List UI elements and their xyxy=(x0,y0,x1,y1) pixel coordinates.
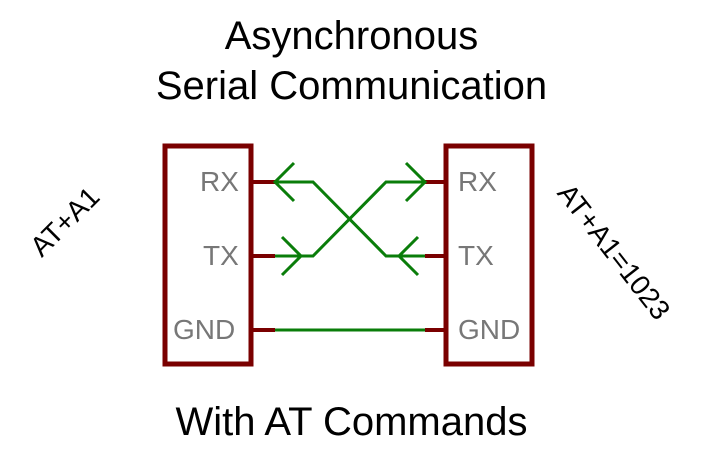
right-tx-arrow-icon xyxy=(396,235,420,277)
right-rx-arrow-icon xyxy=(404,161,428,203)
right-pin-tx: TX xyxy=(458,240,494,271)
left-rx-arrow-icon xyxy=(272,161,296,203)
title-line-1: Asynchronous xyxy=(224,14,479,58)
left-device-box xyxy=(162,143,254,367)
left-pin-tx: TX xyxy=(203,240,239,271)
right-pin-rx: RX xyxy=(458,166,497,197)
left-pin-rx: RX xyxy=(200,166,239,197)
title-line-2: Serial Communication xyxy=(155,64,548,108)
rx-to-tx-wire xyxy=(275,180,425,258)
right-pin-gnd: GND xyxy=(458,314,521,345)
subtitle: With AT Commands xyxy=(175,400,528,444)
right-device-box xyxy=(443,143,535,367)
left-pin-gnd: GND xyxy=(173,314,236,345)
left-tx-arrow-icon xyxy=(280,235,304,277)
